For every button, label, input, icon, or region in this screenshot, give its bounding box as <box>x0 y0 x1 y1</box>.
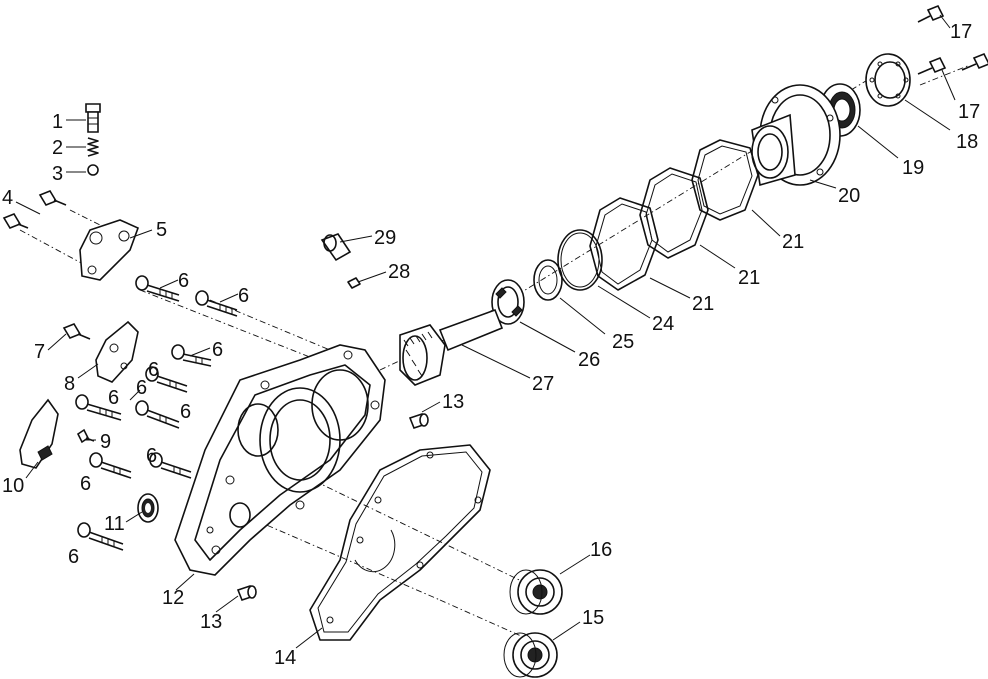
bearing-part-16 <box>509 569 563 615</box>
label-28: 28 <box>388 261 410 283</box>
label-6d: 6 <box>148 359 159 381</box>
label-9: 9 <box>100 431 111 453</box>
label-13a: 13 <box>442 391 464 413</box>
bearing-housing-part-20 <box>751 84 841 187</box>
bolts-part-17 <box>917 4 988 75</box>
spring-part-2 <box>87 137 99 157</box>
label-6i: 6 <box>80 473 91 495</box>
label-25: 25 <box>612 331 634 353</box>
label-2: 2 <box>52 137 63 159</box>
label-24: 24 <box>652 313 674 335</box>
label-13b: 13 <box>200 611 222 633</box>
centerlines <box>19 59 971 641</box>
bolt-part-7 <box>62 323 91 340</box>
dowel-pin-part-13-upper <box>408 413 429 429</box>
bracket-part-10 <box>19 398 59 469</box>
gasket-part-14 <box>309 444 491 641</box>
bevel-gear-shaft-part-27 <box>399 308 504 386</box>
leader-lines <box>15 14 956 649</box>
label-20: 20 <box>838 185 860 207</box>
label-14: 14 <box>274 647 296 669</box>
bracket-part-5 <box>79 219 140 281</box>
plug-bolt-part-1 <box>85 103 101 133</box>
long-bolts-part-6 <box>75 275 238 551</box>
gearbox-housing-part-12 <box>174 344 386 576</box>
oil-seal-part-11 <box>137 493 159 523</box>
label-6a: 6 <box>178 270 189 292</box>
label-21b: 21 <box>738 267 760 289</box>
bearing-part-15 <box>503 632 558 678</box>
label-6b: 6 <box>238 285 249 307</box>
label-4: 4 <box>2 187 13 209</box>
label-6e: 6 <box>136 377 147 399</box>
label-27: 27 <box>532 373 554 395</box>
label-18: 18 <box>956 131 978 153</box>
label-21c: 21 <box>692 293 714 315</box>
sleeve-part-29 <box>320 233 352 262</box>
label-8: 8 <box>64 373 75 395</box>
label-6g: 6 <box>180 401 191 423</box>
label-21a: 21 <box>782 231 804 253</box>
label-17b: 17 <box>958 101 980 123</box>
label-29: 29 <box>374 227 396 249</box>
label-6f: 6 <box>108 387 119 409</box>
ball-part-3 <box>87 164 99 176</box>
label-5: 5 <box>156 219 167 241</box>
label-10: 10 <box>2 475 24 497</box>
label-12: 12 <box>162 587 184 609</box>
label-11: 11 <box>104 513 125 535</box>
label-26: 26 <box>578 349 600 371</box>
dowel-pin-part-13-lower <box>236 585 257 601</box>
bearing-part-26 <box>491 279 525 325</box>
o-ring-part-24 <box>557 229 603 291</box>
bolt-part-4 <box>2 190 67 229</box>
label-16: 16 <box>590 539 612 561</box>
gaskets-part-21 <box>589 139 759 291</box>
label-17a: 17 <box>950 21 972 43</box>
part-labels: 1 2 3 4 5 6 6 6 6 6 6 6 6 6 6 7 8 9 10 1… <box>2 21 980 669</box>
label-3: 3 <box>52 163 63 185</box>
label-15: 15 <box>582 607 604 629</box>
label-6c: 6 <box>212 339 223 361</box>
label-6h: 6 <box>146 445 157 467</box>
retainer-ring-part-18 <box>865 53 911 107</box>
label-19: 19 <box>902 157 924 179</box>
shim-part-25 <box>533 259 563 301</box>
plate-part-8 <box>95 320 139 383</box>
clip-part-28 <box>347 277 361 289</box>
label-1: 1 <box>52 111 63 133</box>
label-7: 7 <box>34 341 45 363</box>
label-6j: 6 <box>68 546 79 568</box>
